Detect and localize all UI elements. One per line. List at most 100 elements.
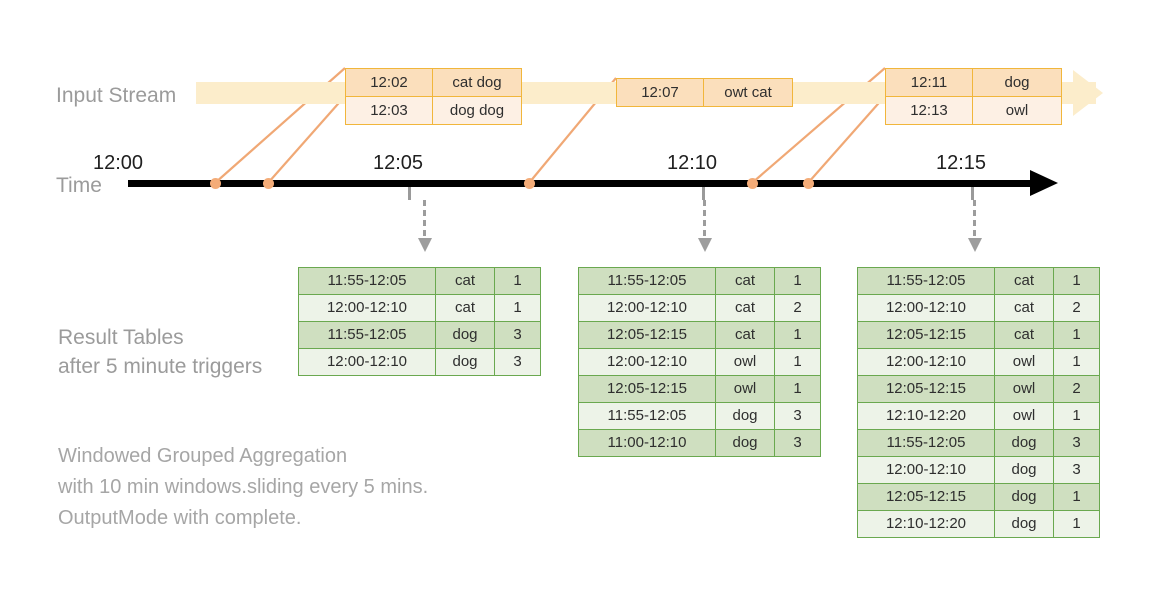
key-cell: dog [994, 456, 1054, 484]
key-cell: cat [435, 267, 495, 295]
window-cell: 12:00-12:10 [857, 348, 995, 376]
key-cell: cat [994, 294, 1054, 322]
window-cell: 12:05-12:15 [578, 375, 716, 403]
key-cell: cat [715, 321, 775, 349]
window-cell: 12:05-12:15 [857, 375, 995, 403]
caption-line-1: Windowed Grouped Aggregation [58, 445, 348, 467]
count-cell: 1 [1053, 510, 1100, 538]
time-label: Time [56, 174, 102, 197]
event-time-cell: 12:02 [345, 68, 433, 97]
time-axis-line [128, 180, 1033, 187]
axis-tick [702, 187, 705, 200]
key-cell: dog [994, 429, 1054, 457]
event-time-cell: 12:07 [616, 78, 704, 107]
window-cell: 12:00-12:10 [298, 348, 436, 376]
count-cell: 1 [1053, 483, 1100, 511]
count-cell: 1 [774, 348, 821, 376]
count-cell: 1 [494, 267, 541, 295]
key-cell: owl [994, 348, 1054, 376]
event-words-cell: dog dog [432, 96, 522, 125]
window-cell: 12:05-12:15 [857, 483, 995, 511]
window-cell: 11:55-12:05 [857, 429, 995, 457]
window-cell: 12:00-12:10 [578, 348, 716, 376]
result-tables-label-line1: Result Tables [58, 326, 184, 349]
key-cell: dog [715, 402, 775, 430]
axis-event-dot [524, 178, 535, 189]
result-tables-label-line2: after 5 minute triggers [58, 355, 263, 378]
event-time-cell: 12:13 [885, 96, 973, 125]
key-cell: dog [994, 510, 1054, 538]
window-cell: 12:00-12:10 [857, 456, 995, 484]
axis-tick-label: 12:00 [93, 152, 144, 174]
input-stream-arrow-icon [1073, 70, 1103, 116]
axis-event-dot [747, 178, 758, 189]
key-cell: dog [435, 348, 495, 376]
input-stream-label: Input Stream [56, 84, 177, 107]
count-cell: 1 [1053, 402, 1100, 430]
count-cell: 3 [774, 402, 821, 430]
window-cell: 12:10-12:20 [857, 402, 995, 430]
count-cell: 1 [1053, 267, 1100, 295]
window-cell: 12:00-12:10 [298, 294, 436, 322]
event-words-cell: owl [972, 96, 1062, 125]
window-cell: 12:00-12:10 [578, 294, 716, 322]
count-cell: 1 [494, 294, 541, 322]
window-cell: 12:05-12:15 [857, 321, 995, 349]
key-cell: owl [715, 375, 775, 403]
key-cell: cat [715, 294, 775, 322]
key-cell: owl [994, 402, 1054, 430]
event-words-cell: dog [972, 68, 1062, 97]
key-cell: owl [715, 348, 775, 376]
count-cell: 1 [1053, 348, 1100, 376]
count-cell: 3 [774, 429, 821, 457]
axis-tick-label: 12:10 [667, 152, 718, 174]
window-cell: 12:00-12:10 [857, 294, 995, 322]
key-cell: cat [435, 294, 495, 322]
axis-event-dot [263, 178, 274, 189]
key-cell: dog [715, 429, 775, 457]
event-time-cell: 12:11 [885, 68, 973, 97]
connector-line [267, 95, 346, 184]
axis-tick-label: 12:15 [936, 152, 987, 174]
trigger-arrow-icon [418, 238, 432, 252]
window-cell: 11:55-12:05 [578, 267, 716, 295]
window-cell: 11:55-12:05 [578, 402, 716, 430]
key-cell: cat [994, 321, 1054, 349]
window-cell: 11:55-12:05 [857, 267, 995, 295]
window-cell: 11:55-12:05 [298, 321, 436, 349]
count-cell: 1 [774, 375, 821, 403]
count-cell: 2 [774, 294, 821, 322]
count-cell: 3 [494, 321, 541, 349]
event-words-cell: cat dog [432, 68, 522, 97]
trigger-1210 [698, 200, 712, 258]
trigger-arrow-icon [968, 238, 982, 252]
count-cell: 3 [1053, 456, 1100, 484]
axis-event-dot [803, 178, 814, 189]
